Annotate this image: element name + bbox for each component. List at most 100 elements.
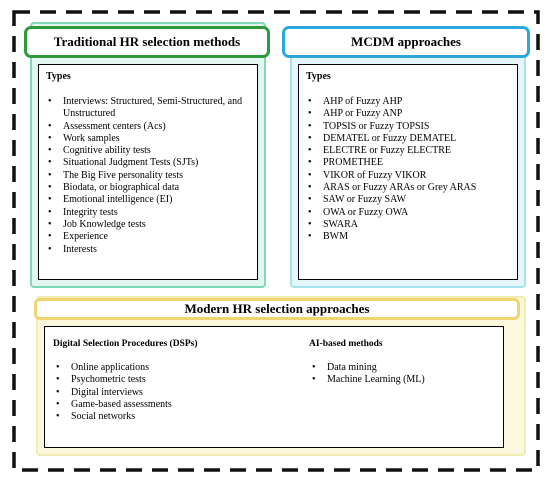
ai-list: • Data mining • Machine Learning (ML): [311, 362, 491, 387]
bullet-icon: •: [308, 132, 312, 144]
list-item: • Experience: [47, 231, 253, 243]
bullet-icon: •: [48, 157, 52, 169]
bullet-icon: •: [312, 362, 316, 373]
list-item-text: Social networks: [71, 411, 136, 423]
list-item: •AHP or Fuzzy ANP: [307, 108, 513, 120]
bullet-icon: •: [56, 398, 60, 410]
list-item: •Cognitive ability tests: [47, 145, 253, 157]
list-item-text: Work samples: [63, 132, 120, 144]
list-item-text: OWA or Fuzzy OWA: [323, 206, 409, 218]
list-item: • Emotional intelligence (EI): [47, 194, 253, 206]
mcdm-types-box: Types •AHP of Fuzzy AHP•AHP or Fuzzy ANP…: [298, 64, 518, 280]
list-item-text: PROMETHEE: [323, 157, 383, 169]
list-item: • Machine Learning (ML): [311, 374, 491, 386]
list-item: • Work samples: [47, 133, 253, 145]
bullet-icon: •: [48, 182, 52, 194]
bullet-icon: •: [56, 386, 60, 398]
list-item-text: ELECTRE or Fuzzy ELECTRE: [323, 145, 452, 157]
traditional-types-box: Types • Interviews: Structured, Semi-Stru…: [38, 64, 258, 280]
bullet-icon: •: [308, 120, 312, 132]
list-item: • OWA or Fuzzy OWA: [307, 207, 513, 219]
list-item-text: VIKOR of Fuzzy VIKOR: [323, 169, 427, 181]
bullet-icon: •: [308, 182, 312, 194]
list-item-text: Experience: [63, 231, 108, 243]
list-item: • BWM: [307, 231, 513, 243]
bullet-icon: •: [48, 169, 52, 181]
list-item-text: Interests: [63, 243, 97, 255]
list-item-text: SAW or Fuzzy SAW: [323, 194, 406, 206]
list-item: •Online applications: [55, 362, 285, 374]
list-item: • The Big Five personality tests: [47, 170, 253, 182]
list-item: • VIKOR of Fuzzy VIKOR: [307, 170, 513, 182]
list-item-text: SWARA: [323, 218, 359, 230]
traditional-types-label: Types: [46, 71, 71, 82]
list-item-text: Game-based assessments: [71, 398, 172, 410]
mcdm-title: MCDM approaches: [282, 26, 530, 58]
list-item-text: BWM: [323, 231, 348, 243]
list-item-text: Digital interviews: [71, 386, 143, 398]
bullet-icon: •: [56, 374, 60, 386]
list-item: • Social networks: [55, 411, 285, 423]
bullet-icon: •: [308, 157, 312, 169]
list-item: • Data mining: [311, 362, 491, 374]
mcdm-types-label: Types: [306, 71, 331, 82]
list-item-text: TOPSIS or Fuzzy TOPSIS: [323, 120, 430, 132]
list-item: • Digital interviews: [55, 387, 285, 399]
bullet-icon: •: [308, 231, 312, 243]
list-item-text: The Big Five personality tests: [63, 169, 183, 181]
list-item: • TOPSIS or Fuzzy TOPSIS: [307, 121, 513, 133]
bullet-icon: •: [308, 145, 312, 157]
traditional-title: Traditional HR selection methods: [24, 26, 270, 58]
list-item-text: Biodata, or biographical data: [63, 182, 180, 194]
bullet-icon: •: [48, 206, 52, 218]
ai-heading: AI-based methods: [309, 339, 383, 349]
bullet-icon: •: [48, 243, 52, 255]
list-item: • Interests: [47, 244, 253, 256]
list-item: • SAW or Fuzzy SAW: [307, 194, 513, 206]
bullet-icon: •: [48, 96, 52, 107]
list-item: •DEMATEL or Fuzzy DEMATEL: [307, 133, 513, 145]
outer-dashed-frame: [12, 10, 540, 472]
list-item: • AHP of Fuzzy AHP: [307, 96, 513, 108]
list-item-text: AHP or Fuzzy ANP: [323, 108, 403, 120]
list-item-text: Data mining: [327, 362, 377, 373]
dsp-heading: Digital Selection Procedures (DSPs): [53, 339, 198, 349]
bullet-icon: •: [308, 218, 312, 230]
bullet-icon: •: [48, 132, 52, 144]
list-item-text: ARAS or Fuzzy ARAs or Grey ARAS: [323, 182, 477, 194]
traditional-list: • Interviews: Structured, Semi-Structured…: [47, 96, 253, 256]
modern-box: Digital Selection Procedures (DSPs) •Onl…: [44, 326, 504, 448]
list-item-text: Situational Judgment Tests (SJTs): [63, 157, 199, 169]
bullet-icon: •: [56, 362, 60, 373]
bullet-icon: •: [312, 374, 316, 386]
modern-title: Modern HR selection approaches: [34, 298, 520, 320]
list-item-text: Interviews: Structured, Semi-Structured,…: [63, 96, 243, 120]
list-item-text: Emotional intelligence (EI): [63, 194, 173, 206]
bullet-icon: •: [308, 206, 312, 218]
list-item-text: Integrity tests: [63, 206, 118, 218]
dsp-list: •Online applications•Psychometric tests•…: [55, 362, 285, 423]
list-item: • Interviews: Structured, Semi-Structured…: [47, 96, 253, 121]
list-item: • Psychometric tests: [55, 374, 285, 386]
list-item: • ELECTRE or Fuzzy ELECTRE: [307, 145, 513, 157]
bullet-icon: •: [48, 231, 52, 243]
list-item-text: AHP of Fuzzy AHP: [323, 96, 403, 107]
bullet-icon: •: [48, 145, 52, 157]
list-item-text: Assessment centers (Acs): [63, 120, 166, 132]
list-item-text: Machine Learning (ML): [327, 374, 425, 386]
bullet-icon: •: [48, 218, 52, 230]
list-item: • PROMETHEE: [307, 157, 513, 169]
list-item-text: Psychometric tests: [71, 374, 146, 386]
bullet-icon: •: [48, 194, 52, 206]
bullet-icon: •: [48, 120, 52, 132]
bullet-icon: •: [308, 194, 312, 206]
list-item: • Situational Judgment Tests (SJTs): [47, 157, 253, 169]
bullet-icon: •: [56, 411, 60, 423]
list-item: • Biodata, or biographical data: [47, 182, 253, 194]
list-item: •Job Knowledge tests: [47, 219, 253, 231]
list-item: • Integrity tests: [47, 207, 253, 219]
list-item: • Game-based assessments: [55, 399, 285, 411]
bullet-icon: •: [308, 96, 312, 107]
mcdm-list: •AHP of Fuzzy AHP•AHP or Fuzzy ANP•TOPSI…: [307, 96, 513, 244]
bullet-icon: •: [308, 169, 312, 181]
